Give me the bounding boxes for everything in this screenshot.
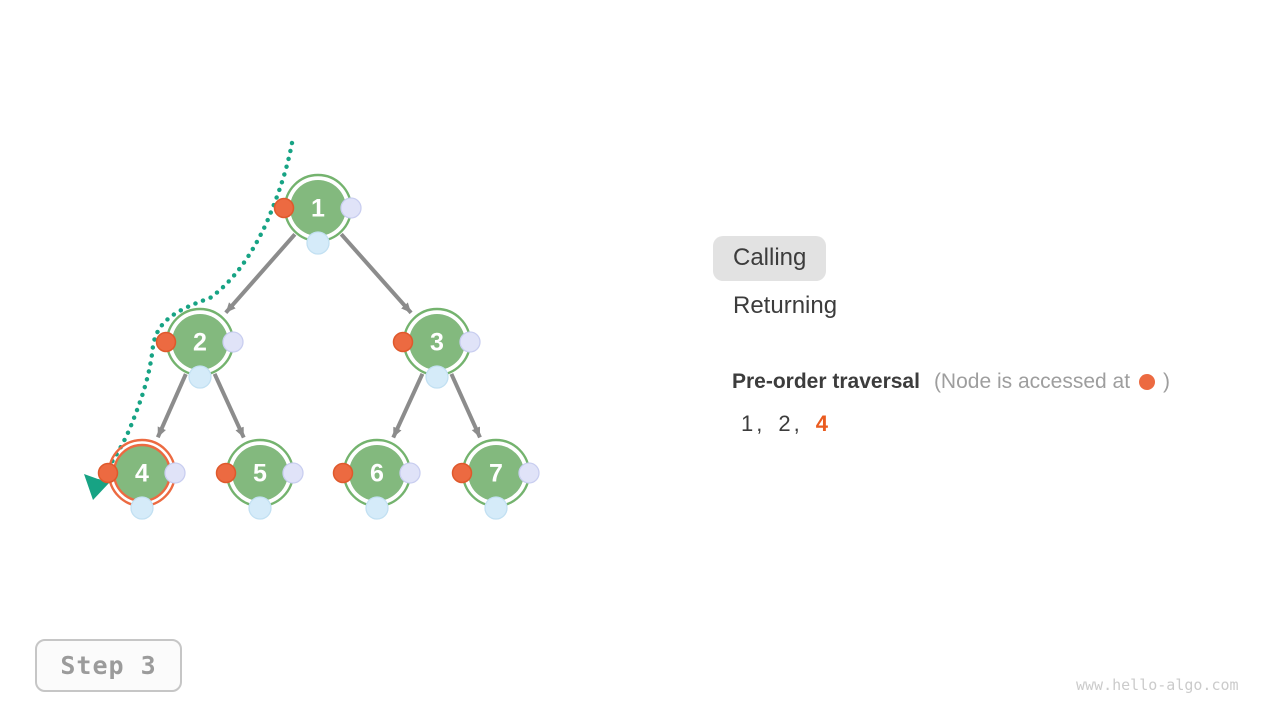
node-label: 1 [311,195,325,223]
access-marker-dot [97,462,119,484]
tree-edge-3-6 [391,372,425,439]
sequence-item: 2 [778,411,791,436]
sequence-separator: , [756,411,763,436]
tree-edge-3-7 [449,373,482,439]
access-marker-dot [451,462,473,484]
step-indicator-label: Step 3 [60,651,157,680]
traversal-sequence: 1,2,4 [741,411,828,437]
tree-node-7: 7 [451,438,540,520]
traversal-note: (Node is accessed at) [934,370,1170,393]
tree-node-1: 1 [273,173,362,255]
node-label: 3 [430,329,444,357]
access-marker-dot [155,331,177,353]
step-indicator: Step 3 [35,639,182,692]
mid-marker-dot [518,462,540,484]
node-label: 4 [135,460,149,488]
tree-node-4: 4 [97,438,186,520]
return-marker-dot [484,496,508,520]
tree-edge-2-4 [155,373,188,439]
tree-node-3: 3 [392,307,481,389]
recursion-trail [91,140,295,491]
node-circle [409,314,465,370]
mid-marker-dot [340,197,362,219]
mid-marker-dot [164,462,186,484]
watermark: www.hello-algo.com [1076,676,1239,694]
mid-marker-dot [459,331,481,353]
node-label: 7 [489,460,503,488]
tree-node-6: 6 [332,438,421,520]
tree-node-2: 2 [155,307,244,389]
traversal-note-suffix: ) [1163,370,1171,393]
phase-calling-label: Calling [733,244,807,271]
node-circle [468,445,524,501]
node-label: 2 [193,329,207,357]
node-circle [290,180,346,236]
phase-returning-label: Returning [733,292,838,319]
access-marker-icon [1139,374,1156,390]
return-marker-dot [130,496,154,520]
sequence-current-item: 4 [815,411,828,436]
node-circle [349,445,405,501]
node-circle [232,445,288,501]
access-marker-dot [273,197,295,219]
traversal-title: Pre-order traversal [732,370,920,393]
return-marker-dot [248,496,272,520]
access-marker-dot [392,331,414,353]
traversal-caption: Pre-order traversal (Node is accessed at) [732,369,1170,395]
sequence-item: 1 [741,411,754,436]
node-circle [172,314,228,370]
phase-calling-badge: Calling [713,236,827,281]
return-marker-dot [425,365,449,389]
access-marker-dot [332,462,354,484]
sequence-separator: , [793,411,800,436]
tree-node-5: 5 [215,438,304,520]
traversal-note-prefix: (Node is accessed at [933,370,1131,393]
return-marker-dot [365,496,389,520]
access-marker-dot [215,462,237,484]
tree-edge-2-5 [212,372,246,439]
tree-edge-1-3 [339,232,413,315]
node-label: 6 [370,460,384,488]
return-marker-dot [306,231,330,255]
mid-marker-dot [399,462,421,484]
trail-cursor-icon [84,474,109,500]
mid-marker-dot [222,331,244,353]
tree-edge-1-2 [224,232,297,315]
mid-marker-dot [282,462,304,484]
node-label: 5 [253,460,267,488]
return-marker-dot [188,365,212,389]
